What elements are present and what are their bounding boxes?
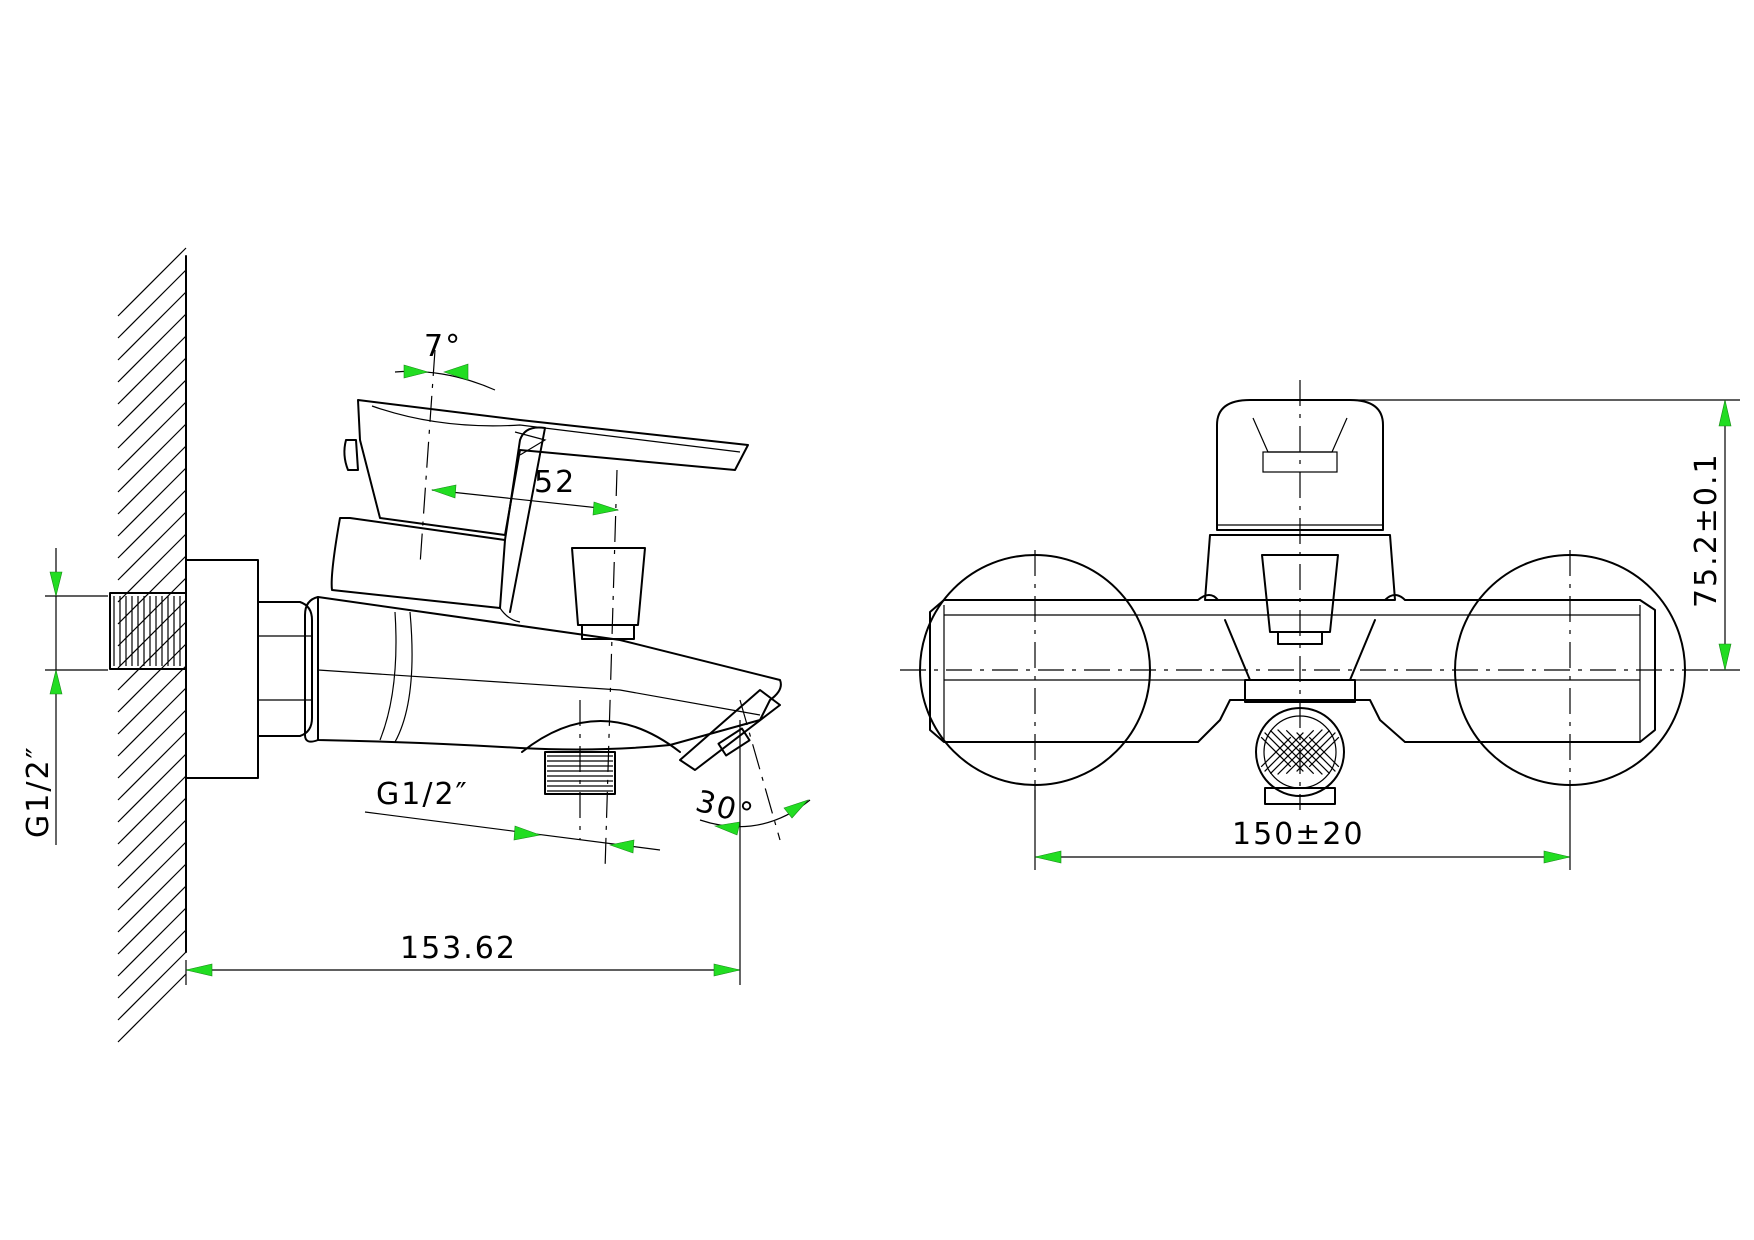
wall-hatch-line bbox=[117, 313, 187, 383]
mesh-line bbox=[1269, 729, 1315, 775]
mesh-line bbox=[1264, 732, 1304, 772]
lever-handle[interactable] bbox=[343, 399, 749, 536]
wall-hatch-line bbox=[117, 577, 187, 647]
wall-hatch-line bbox=[117, 291, 187, 361]
front-lever-head[interactable] bbox=[1216, 399, 1384, 531]
wall-hatch-line bbox=[117, 863, 187, 933]
dim-lever-angle: 7° bbox=[394, 329, 496, 391]
lever-axis bbox=[419, 349, 436, 566]
wall-hatch-line bbox=[117, 511, 187, 581]
diverter-offset-label: 52 bbox=[534, 465, 576, 500]
dim-height: 75.2±0.1 bbox=[1300, 399, 1740, 671]
wall-hatch-line bbox=[117, 687, 187, 757]
wall-hatch-line bbox=[117, 247, 187, 317]
mesh-line bbox=[1285, 729, 1331, 775]
lever-angle-label: 7° bbox=[424, 329, 462, 364]
dim-outlet-thread: G1/2″ bbox=[364, 777, 661, 854]
wall-hatch-line bbox=[117, 753, 187, 823]
dim-inlet-thread: G1/2″ bbox=[21, 548, 108, 845]
wall-hatch-line bbox=[117, 489, 187, 559]
inlet-thread-label: G1/2″ bbox=[21, 745, 56, 838]
wall-hatch-line bbox=[117, 533, 187, 603]
wall-hatch-line bbox=[117, 643, 187, 713]
wall-hatch-line bbox=[117, 841, 187, 911]
wall-flange bbox=[185, 559, 259, 779]
wall-hatch-line bbox=[117, 555, 187, 625]
center-distance-label: 150±20 bbox=[1232, 817, 1365, 852]
dim-center-distance: 150±20 bbox=[1034, 790, 1571, 870]
wall-hatch-line bbox=[117, 819, 187, 889]
wall-hatch-line bbox=[117, 401, 187, 471]
mixer-body bbox=[304, 596, 782, 751]
side-view: G1/2″ 7° 52 G1/2″ 30° bbox=[21, 247, 811, 1043]
front-body bbox=[929, 594, 1656, 743]
spout-axis bbox=[739, 699, 781, 841]
wall-hatch-line bbox=[117, 335, 187, 405]
inlet-thread bbox=[109, 592, 187, 670]
wall-hatch-line bbox=[117, 665, 187, 735]
wall-hatch-line bbox=[117, 973, 187, 1043]
dim-spout-angle: 30° bbox=[692, 784, 811, 836]
wall-hatch-line bbox=[117, 379, 187, 449]
wall-hatch-line bbox=[117, 929, 187, 999]
wall-hatch-line bbox=[117, 467, 187, 537]
wall-hatch-line bbox=[117, 951, 187, 1021]
wall-hatch-line bbox=[117, 797, 187, 867]
wall-hatch-line bbox=[117, 621, 187, 691]
wall-hatch-line bbox=[117, 885, 187, 955]
spout-tip bbox=[679, 689, 781, 771]
wall-hatch-line bbox=[117, 599, 187, 669]
height-label: 75.2±0.1 bbox=[1689, 452, 1724, 608]
hex-nut bbox=[257, 601, 313, 737]
wall-hatch-line bbox=[117, 709, 187, 779]
outlet-boss bbox=[521, 720, 681, 795]
wall-hatch-line bbox=[117, 445, 187, 515]
wall-hatch-line bbox=[117, 907, 187, 977]
dim-projection: 153.62 bbox=[185, 720, 741, 985]
wall-hatch-line bbox=[117, 357, 187, 427]
front-view: 150±20 75.2±0.1 bbox=[900, 380, 1740, 870]
mesh-line bbox=[1260, 736, 1292, 768]
wall-hatch-line bbox=[117, 731, 187, 801]
wall-hatch-line bbox=[117, 423, 187, 493]
mesh-line bbox=[1308, 736, 1340, 768]
spout-angle-label: 30° bbox=[692, 784, 758, 833]
wall-hatch-line bbox=[117, 775, 187, 845]
mesh-line bbox=[1296, 732, 1336, 772]
projection-label: 153.62 bbox=[400, 931, 517, 966]
outlet-thread-label: G1/2″ bbox=[376, 777, 469, 812]
wall-hatch-line bbox=[117, 269, 187, 339]
dim-diverter-offset: 52 bbox=[430, 465, 620, 516]
diverter-axis bbox=[604, 469, 618, 871]
diverter-knob[interactable] bbox=[571, 547, 646, 640]
wall-hatch bbox=[117, 247, 187, 1043]
